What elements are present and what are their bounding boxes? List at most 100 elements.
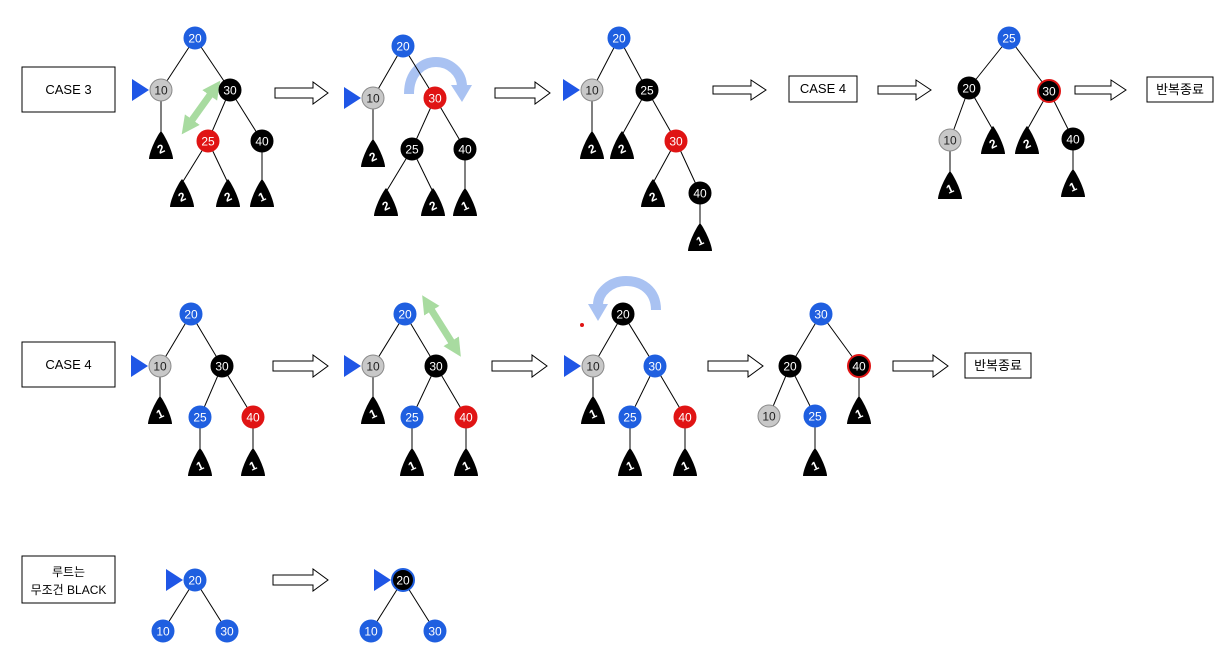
subtree-triangle: 1 [361, 396, 385, 424]
tree-node-value: 20 [398, 308, 412, 322]
tree-node: 30 [218, 78, 242, 102]
subtree-shape [216, 179, 240, 207]
tree-node-value: 10 [762, 410, 776, 424]
tree-node-circle [611, 302, 635, 326]
subtree-triangle: 1 [803, 448, 827, 476]
tree-node: 25 [803, 404, 827, 428]
tree-node-circle [664, 129, 688, 153]
subtree-shape [149, 131, 173, 159]
tree-node-circle [673, 405, 697, 429]
tree-node: 10 [148, 354, 172, 378]
tree-node-value: 30 [428, 625, 442, 639]
subtree-triangle: 1 [250, 179, 274, 207]
tree-node-value: 40 [246, 411, 260, 425]
subtree-shape [803, 448, 827, 476]
rotate-left-arrow [588, 275, 661, 321]
tree-node-value: 25 [201, 135, 215, 149]
tree-node-circle [215, 619, 239, 643]
tree-node: 25 [618, 405, 642, 429]
subtree-triangle: 1 [241, 448, 265, 476]
tree-node-circle [643, 354, 667, 378]
subtree-shape [250, 179, 274, 207]
tree-node-circle [183, 568, 207, 592]
subtree-shape [673, 448, 697, 476]
tree-node: 10 [581, 354, 605, 378]
tree-node-circle [581, 354, 605, 378]
tree-node-circle [809, 302, 833, 326]
case4-mid-label: CASE 4 [45, 357, 91, 372]
tree-node-circle [757, 404, 781, 428]
subtree-triangle: 2 [610, 131, 634, 159]
current-node-pointer-icon [374, 569, 391, 591]
tree-node-circle [393, 302, 417, 326]
current-node-pointer-icon [132, 79, 149, 101]
tree-node: 25 [400, 405, 424, 429]
tree-node-value: 30 [429, 360, 443, 374]
current-node-pointer-icon [131, 355, 148, 377]
subtree-shape [170, 179, 194, 207]
tree-node-value: 25 [808, 410, 822, 424]
tree-node: 40 [453, 137, 477, 161]
tree-node: 40 [673, 405, 697, 429]
tree-node-circle [997, 26, 1021, 50]
tree-node-value: 40 [678, 411, 692, 425]
subtree-shape [454, 448, 478, 476]
tree-node-value: 30 [648, 360, 662, 374]
subtree-triangle: 2 [361, 139, 385, 167]
subtree-triangle: 1 [581, 396, 605, 424]
tree-node: 20 [611, 302, 635, 326]
tree-node-circle [241, 405, 265, 429]
tree-node-circle [391, 568, 415, 592]
tree-node-circle [618, 405, 642, 429]
subtree-shape [847, 396, 871, 424]
tree-node: 30 [809, 302, 833, 326]
tree-node-circle [938, 128, 962, 152]
subtree-shape [641, 179, 665, 207]
subtree-triangle: 1 [400, 448, 424, 476]
current-node-pointer-icon [564, 355, 581, 377]
tree-node-circle [423, 86, 447, 110]
subtree-triangle: 1 [938, 171, 962, 199]
end-mid-label: 반복종료 [974, 358, 1022, 373]
subtree-triangle: 2 [170, 179, 194, 207]
tree-node-value: 10 [364, 625, 378, 639]
tree-node-value: 40 [852, 360, 866, 374]
tree-node-circle [149, 78, 173, 102]
tree-node-circle [635, 78, 659, 102]
flow-arrow [1074, 79, 1127, 101]
tree-node-circle [1061, 127, 1085, 151]
subtree-triangle: 1 [148, 396, 172, 424]
case3-label-box: CASE 3 [21, 66, 116, 113]
rotate-right-arrow [404, 56, 472, 102]
tree-node-circle [454, 405, 478, 429]
tree-node-value: 25 [640, 84, 654, 98]
tree-node-circle [250, 129, 274, 153]
flow-arrow [272, 354, 329, 378]
current-node-pointer-icon [563, 79, 580, 101]
tree-node-circle [179, 302, 203, 326]
subtree-shape [1061, 169, 1085, 197]
tree-node-circle [1037, 79, 1061, 103]
subtree-shape [1015, 126, 1039, 154]
end-top-label-box: 반복종료 [1146, 76, 1214, 103]
tree-node: 40 [454, 405, 478, 429]
tree-node: 10 [757, 404, 781, 428]
tree-node-circle [400, 137, 424, 161]
subtree-triangle: 1 [618, 448, 642, 476]
red-dot [580, 323, 584, 327]
tree-node-value: 20 [612, 32, 626, 46]
subtree-shape [241, 448, 265, 476]
subtree-shape [453, 188, 477, 216]
tree-node: 10 [359, 619, 383, 643]
tree-node-circle [688, 181, 712, 205]
tree-node-value: 10 [154, 84, 168, 98]
tree-node: 10 [361, 86, 385, 110]
root-rule-line1: 루트는 [52, 565, 85, 579]
tree-node: 25 [400, 137, 424, 161]
tree-node: 20 [183, 568, 207, 592]
subtree-triangle: 1 [188, 448, 212, 476]
